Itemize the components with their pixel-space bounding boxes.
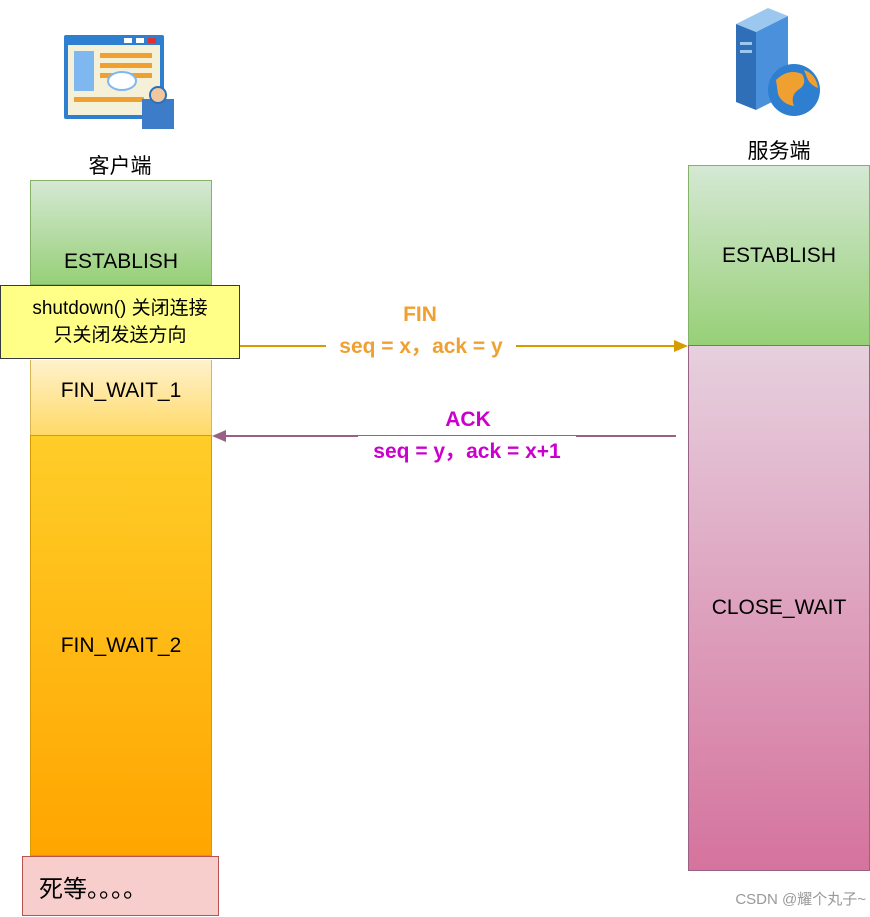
server-establish-text: ESTABLISH bbox=[722, 243, 836, 267]
client-label: 客户端 bbox=[88, 155, 152, 178]
fin-detail: seq = x，ack = y bbox=[326, 331, 516, 362]
ack-arrowhead bbox=[212, 430, 226, 442]
client-establish-text: ESTABLISH bbox=[64, 249, 178, 273]
shutdown-note: shutdown() 关闭连接 只关闭发送方向 bbox=[0, 285, 240, 359]
dead-wait-text: 死等。。。。 bbox=[39, 875, 147, 903]
ack-detail: seq = y，ack = x+1 bbox=[358, 436, 576, 467]
server-state-close-wait: CLOSE_WAIT bbox=[688, 345, 870, 871]
client-fin-wait-1-text: FIN_WAIT_1 bbox=[60, 379, 182, 402]
client-state-fin-wait-2: FIN_WAIT_2 bbox=[30, 435, 212, 856]
shutdown-note-line2: 只关闭发送方向 bbox=[53, 325, 187, 346]
fin-arrowhead bbox=[674, 340, 688, 352]
server-globe-icon bbox=[728, 2, 828, 118]
shutdown-note-line1: shutdown() 关闭连接 bbox=[32, 298, 208, 319]
client-dead-wait: 死等。。。。 bbox=[22, 856, 219, 916]
ack-title: ACK bbox=[445, 408, 491, 431]
server-label: 服务端 bbox=[747, 140, 811, 163]
fin-title: FIN bbox=[403, 303, 437, 326]
client-fin-wait-2-text: FIN_WAIT_2 bbox=[60, 633, 182, 657]
client-state-establish: ESTABLISH bbox=[30, 180, 212, 285]
client-state-fin-wait-1: FIN_WAIT_1 bbox=[30, 360, 212, 436]
server-close-wait-text: CLOSE_WAIT bbox=[711, 596, 847, 619]
watermark: CSDN @耀个丸子~ bbox=[735, 891, 866, 908]
client-computer-icon bbox=[62, 33, 178, 133]
server-state-establish: ESTABLISH bbox=[688, 165, 870, 346]
